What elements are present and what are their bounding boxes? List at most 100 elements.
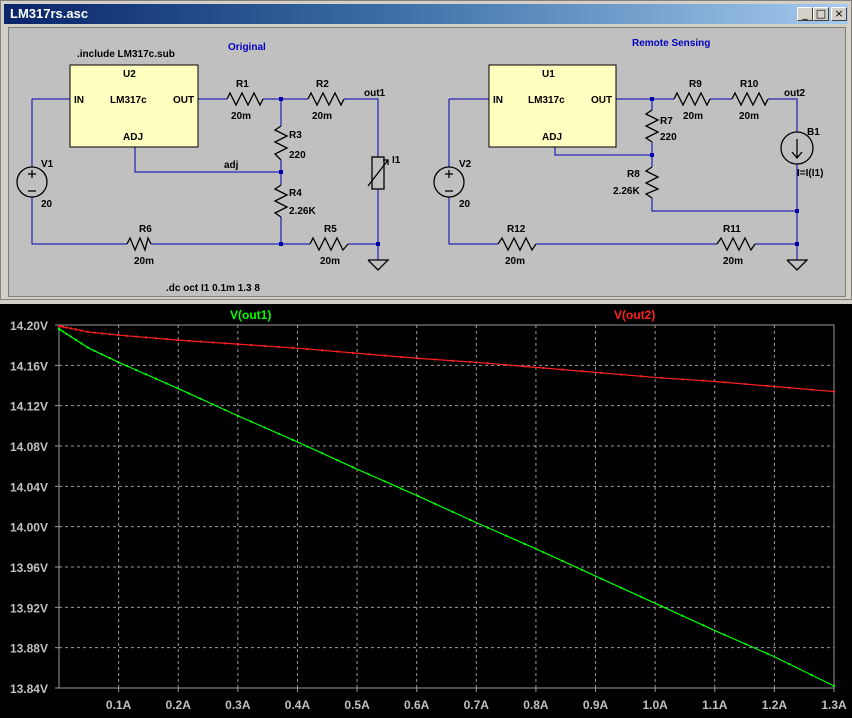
trace-point-v-out1 bbox=[702, 624, 705, 627]
y-tick-label: 13.84V bbox=[10, 682, 48, 696]
trace-point-v-out1 bbox=[400, 487, 403, 490]
trace-point-v-out2 bbox=[306, 348, 309, 351]
trace-point-v-out1 bbox=[61, 330, 64, 333]
trace-point-v-out2 bbox=[263, 344, 266, 347]
trace-point-v-out1 bbox=[69, 335, 72, 338]
u2-in-pin: IN bbox=[74, 95, 84, 106]
trace-point-v-out2 bbox=[561, 368, 564, 371]
trace-point-v-out2 bbox=[74, 328, 77, 331]
trace-point-v-out1 bbox=[224, 408, 227, 411]
u1-out-pin: OUT bbox=[591, 95, 612, 106]
trace-point-v-out2 bbox=[117, 334, 120, 337]
r5-name: R5 bbox=[324, 224, 337, 235]
y-tick-label: 14.08V bbox=[10, 440, 48, 454]
trace-point-v-out2 bbox=[165, 338, 168, 341]
trace-point-v-out2 bbox=[434, 358, 437, 361]
trace-point-v-out1 bbox=[125, 364, 128, 367]
u1-regulator-block[interactable] bbox=[488, 64, 617, 148]
trace-label-out1[interactable]: V(out1) bbox=[230, 308, 271, 322]
trace-point-v-out2 bbox=[367, 353, 370, 356]
trace-point-v-out2 bbox=[336, 350, 339, 353]
out1-net-label: out1 bbox=[364, 88, 386, 99]
trace-point-v-out2 bbox=[660, 376, 663, 379]
r6-name: R6 bbox=[139, 224, 152, 235]
trace-v-out1 bbox=[58, 328, 835, 687]
trace-point-v-out1 bbox=[788, 663, 791, 666]
b1-value: I=I(I1) bbox=[797, 168, 823, 179]
u2-name: U2 bbox=[123, 69, 136, 80]
x-tick-label: 1.2A bbox=[762, 698, 788, 712]
trace-point-v-out2 bbox=[135, 335, 138, 338]
u2-adj-pin: ADJ bbox=[123, 132, 143, 143]
r12-value: 20m bbox=[505, 256, 525, 267]
trace-point-v-out1 bbox=[108, 357, 111, 360]
trace-point-v-out2 bbox=[451, 359, 454, 362]
trace-point-v-out1 bbox=[59, 328, 62, 331]
trace-point-v-out1 bbox=[469, 518, 472, 521]
u1-in-pin: IN bbox=[493, 95, 503, 106]
r6-value: 20m bbox=[134, 256, 154, 267]
r4-symbol bbox=[273, 184, 289, 218]
trace-point-v-out1 bbox=[561, 559, 564, 562]
trace-point-v-out1 bbox=[640, 595, 643, 598]
trace-point-v-out1 bbox=[505, 534, 508, 537]
x-tick-label: 0.3A bbox=[225, 698, 251, 712]
close-button[interactable]: × bbox=[831, 7, 847, 21]
trace-point-v-out1 bbox=[74, 338, 77, 341]
x-tick-label: 0.6A bbox=[404, 698, 430, 712]
trace-point-v-out1 bbox=[833, 684, 835, 687]
i1-name: I1 bbox=[392, 155, 401, 166]
u2-regulator-block[interactable] bbox=[69, 64, 199, 148]
maximize-button[interactable]: □ bbox=[813, 7, 829, 21]
title-bar[interactable]: LM317rs.asc _ □ × bbox=[4, 4, 848, 24]
trace-point-v-out1 bbox=[620, 586, 623, 589]
x-tick-label: 0.5A bbox=[344, 698, 370, 712]
x-tick-label: 1.3A bbox=[821, 698, 847, 712]
r11-name: R11 bbox=[723, 224, 741, 235]
trace-point-v-out2 bbox=[61, 325, 64, 328]
trace-label-out2[interactable]: V(out2) bbox=[614, 308, 655, 322]
trace-point-v-out1 bbox=[580, 568, 583, 571]
v2-value: 20 bbox=[459, 199, 471, 210]
r9-name: R9 bbox=[689, 79, 702, 90]
trace-point-v-out1 bbox=[176, 387, 179, 390]
r5-symbol bbox=[309, 236, 349, 252]
minimize-button[interactable]: _ bbox=[797, 7, 813, 21]
y-tick-label: 14.00V bbox=[10, 521, 48, 535]
trace-point-v-out1 bbox=[199, 397, 202, 400]
r8-name: R8 bbox=[627, 169, 640, 180]
trace-point-v-out2 bbox=[810, 388, 813, 391]
r11-value: 20m bbox=[723, 256, 743, 267]
r5-value: 20m bbox=[320, 256, 340, 267]
trace-point-v-out2 bbox=[93, 331, 96, 334]
trace-point-v-out1 bbox=[367, 473, 370, 476]
x-tick-label: 0.2A bbox=[166, 698, 192, 712]
trace-point-v-out1 bbox=[542, 551, 545, 554]
x-tick-label: 0.4A bbox=[285, 698, 311, 712]
trace-point-v-out1 bbox=[93, 349, 96, 352]
trace-point-v-out1 bbox=[434, 502, 437, 505]
r10-name: R10 bbox=[740, 79, 759, 90]
v2-name: V2 bbox=[459, 159, 472, 170]
r9-symbol bbox=[673, 91, 711, 107]
trace-point-v-out2 bbox=[580, 370, 583, 373]
include-directive: .include LM317c.sub bbox=[77, 49, 175, 60]
trace-point-v-out1 bbox=[723, 633, 726, 636]
r9-value: 20m bbox=[683, 111, 703, 122]
schematic-canvas[interactable]: .include LM317c.sub Original Remote Sens… bbox=[8, 27, 846, 297]
trace-point-v-out1 bbox=[417, 495, 420, 498]
x-tick-label: 0.8A bbox=[523, 698, 549, 712]
y-tick-label: 13.96V bbox=[10, 561, 48, 575]
trace-point-v-out2 bbox=[505, 363, 508, 366]
trace-point-v-out2 bbox=[702, 379, 705, 382]
plot-frame bbox=[58, 324, 835, 689]
waveform-plot[interactable]: 14.20V14.16V14.12V14.08V14.04V14.00V13.9… bbox=[0, 304, 852, 718]
trace-point-v-out1 bbox=[144, 373, 147, 376]
trace-point-v-out1 bbox=[306, 445, 309, 448]
r11-symbol bbox=[716, 236, 756, 252]
trace-point-v-out2 bbox=[58, 325, 61, 328]
trace-point-v-out1 bbox=[451, 510, 454, 513]
r7-value: 220 bbox=[660, 132, 677, 143]
trace-point-v-out1 bbox=[100, 353, 103, 356]
